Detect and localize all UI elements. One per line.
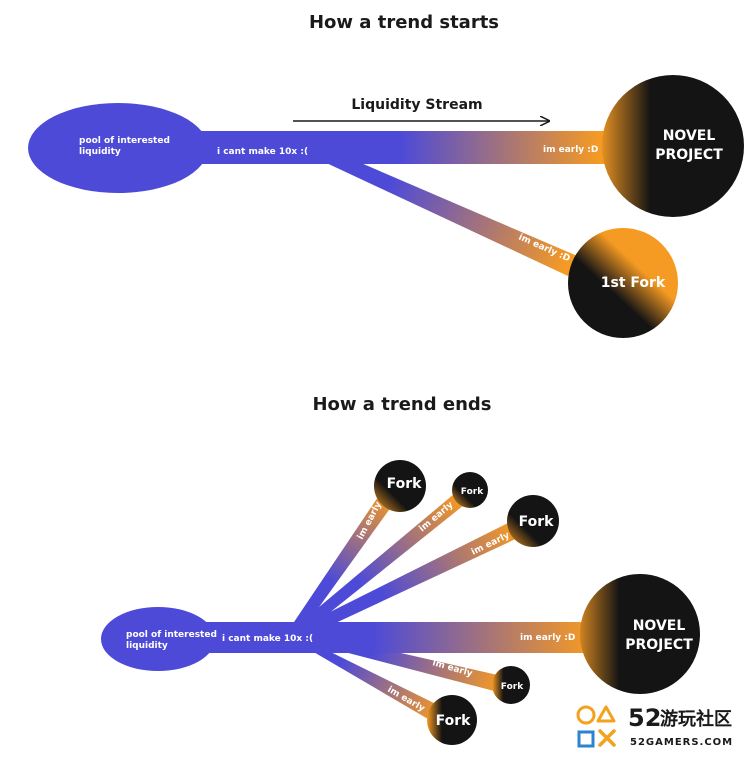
- fork-node-2: [452, 472, 488, 508]
- fork-stream-5: [290, 632, 448, 726]
- first-fork-node: [568, 228, 678, 338]
- fork-node-5: [427, 695, 477, 745]
- fork-stream-1: [290, 494, 394, 628]
- pool-label-line1: pool of interested: [79, 136, 170, 146]
- fork-stream-3: [298, 520, 522, 634]
- main-liquidity-stream-end: [205, 622, 590, 653]
- fork-node-4: [492, 666, 530, 704]
- fork-node-3: [507, 495, 559, 547]
- novel-project-node: [602, 75, 744, 217]
- main-early-end-label: im early :D: [520, 633, 575, 643]
- first-fork-label: 1st Fork: [601, 275, 666, 291]
- trend-start-diagram: How a trend starts Liquidity Stream pool…: [28, 12, 744, 338]
- fork-node-1: [374, 460, 426, 512]
- novel-label-line1: NOVEL: [663, 128, 716, 144]
- novel-end-label-line2: PROJECT: [625, 637, 693, 653]
- liquidity-stream-label: Liquidity Stream: [351, 97, 482, 113]
- trend-start-title: How a trend starts: [309, 12, 499, 33]
- watermark-brand-number: 52: [628, 704, 661, 732]
- watermark-brand-chinese: 游玩社区: [660, 708, 732, 730]
- trend-end-title: How a trend ends: [312, 394, 491, 415]
- fork-2-early-label: im early: [418, 500, 456, 534]
- pool-end-label-line1: pool of interested: [126, 630, 217, 640]
- fork-node-3-label: Fork: [519, 514, 555, 530]
- liquidity-pool-end: [101, 607, 215, 671]
- fork-node-1-label: Fork: [387, 476, 423, 492]
- liquidity-pool: [28, 103, 208, 193]
- playstation-buttons-icon: [576, 705, 616, 748]
- trend-end-diagram: How a trend ends pool of interested liqu…: [101, 394, 700, 745]
- fork-branch-stream: [320, 160, 582, 276]
- novel-label-line2: PROJECT: [655, 147, 723, 163]
- cant-make-end-label: i cant make 10x :(: [222, 634, 313, 644]
- watermark-site-url: 52GAMERS.COM: [630, 737, 733, 748]
- fork-node-2-label: Fork: [461, 487, 484, 497]
- site-watermark: 52 游玩社区 52GAMERS.COM: [576, 704, 733, 748]
- fork-node-4-label: Fork: [501, 682, 524, 692]
- cant-make-label: i cant make 10x :(: [217, 147, 308, 157]
- fork-node-5-label: Fork: [436, 713, 472, 729]
- pool-label-line2: liquidity: [79, 147, 121, 157]
- fork-stream-2: [294, 494, 464, 630]
- main-early-label: im early :D: [543, 145, 598, 155]
- novel-project-end-node: [580, 574, 700, 694]
- pool-end-label-line2: liquidity: [126, 641, 168, 651]
- main-liquidity-stream: [195, 131, 610, 164]
- novel-end-label-line1: NOVEL: [633, 618, 686, 634]
